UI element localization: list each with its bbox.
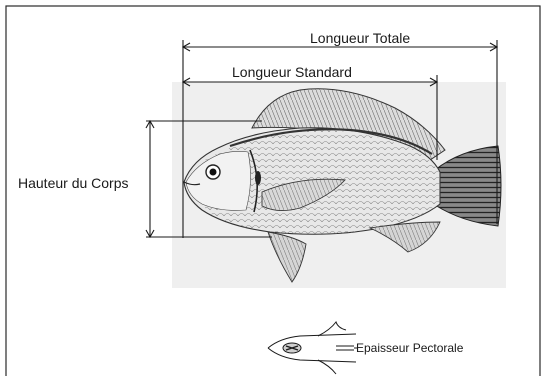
- standard-length-label: Longueur Standard: [232, 65, 352, 79]
- top-view-fish-sketch: [268, 322, 358, 374]
- body-height-label: Hauteur du Corps: [18, 176, 129, 190]
- pectoral-thickness-label: Epaisseur Pectorale: [356, 342, 463, 354]
- total-length-label: Longueur Totale: [310, 31, 410, 45]
